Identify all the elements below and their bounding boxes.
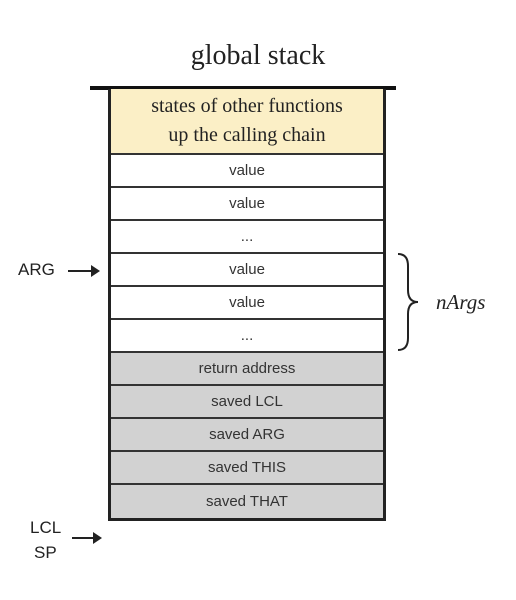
stack-cell-saved-lcl: saved LCL <box>111 386 383 419</box>
arg-pointer-label: ARG <box>18 260 55 279</box>
stack-cell-arg-ellipsis: ... <box>111 320 383 353</box>
stack-cell-saved-arg: saved ARG <box>111 419 383 452</box>
nargs-brace-icon <box>397 253 419 351</box>
stack-cell-arg-value: value <box>111 287 383 320</box>
stack-cell-saved-this: saved THIS <box>111 452 383 485</box>
caller-states-line-2: up the calling chain <box>168 124 326 146</box>
stack-cell-value: value <box>111 155 383 188</box>
sp-pointer-label: SP <box>34 543 57 562</box>
stack-cell-saved-that: saved THAT <box>111 485 383 518</box>
stack-cell-return-address: return address <box>111 353 383 386</box>
caller-states-line-1: states of other functions <box>151 95 343 117</box>
diagram-title: global stack <box>190 40 326 71</box>
caller-states-block: states of other functions up the calling… <box>111 89 383 155</box>
stack-cell-ellipsis: ... <box>111 221 383 254</box>
arg-pointer-arrow <box>68 265 100 277</box>
stack-cell-value: value <box>111 188 383 221</box>
stack-cell-arg-value: value <box>111 254 383 287</box>
nargs-label: nArgs <box>436 290 486 314</box>
lcl-sp-pointer-arrow <box>72 532 102 544</box>
lcl-pointer-label: LCL <box>30 518 62 537</box>
stack-top-bar <box>90 86 396 90</box>
stack-column: states of other functions up the calling… <box>108 89 386 521</box>
